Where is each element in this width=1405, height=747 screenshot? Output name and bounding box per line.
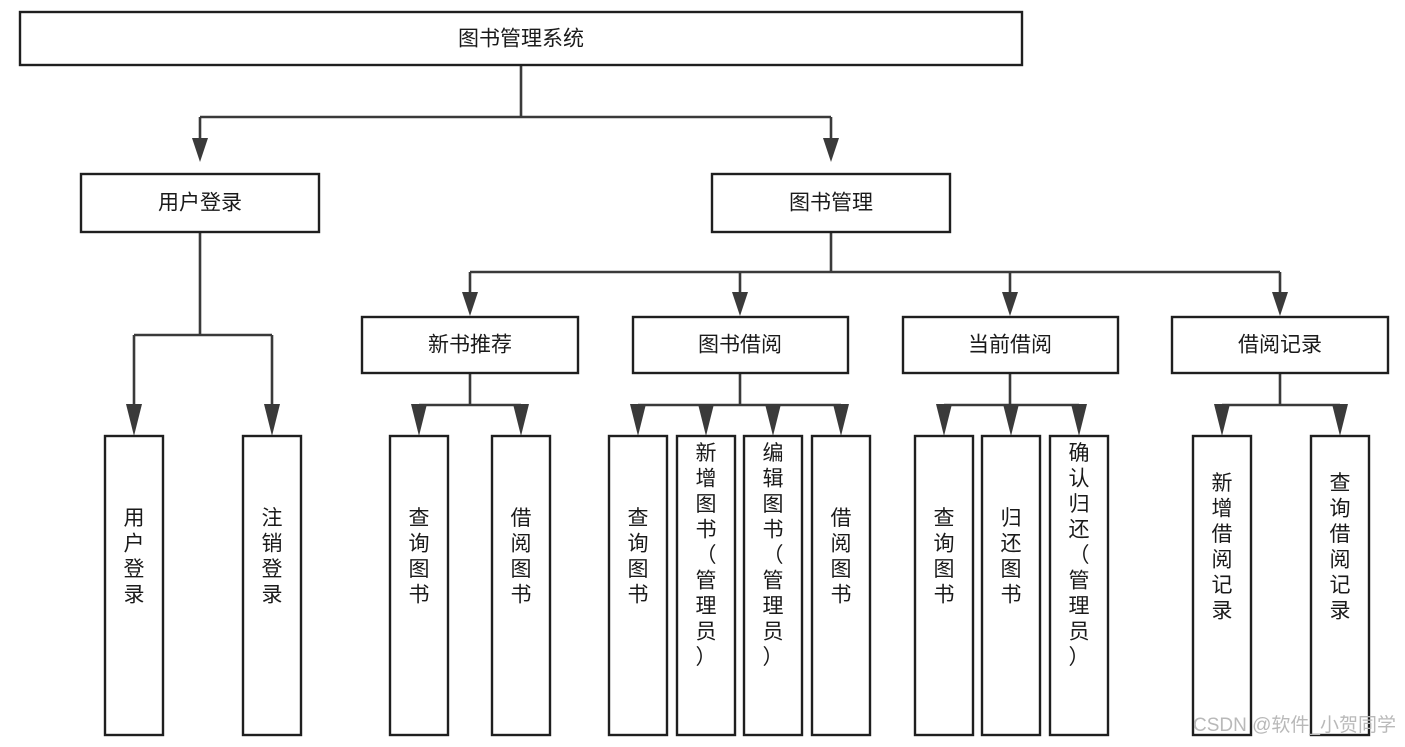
node-book-management-box[interactable]	[710, 172, 952, 234]
leaf-logout-login-label: 注销登录	[262, 507, 283, 607]
leaf-user-login-box[interactable]	[103, 434, 165, 737]
arrow-to-borrow-record	[1272, 292, 1288, 316]
arrow-leaf-add-book	[698, 404, 714, 436]
arrow-leaf-user-login	[126, 404, 142, 436]
arrow-leaf-confirm-return	[1071, 404, 1087, 436]
leaf-confirm-return-label: 确认归还（管理员）	[1069, 442, 1090, 669]
arrow-leaf-query-book-1	[411, 404, 427, 436]
arrow-to-book-management	[823, 138, 839, 162]
arrow-to-new-book-recommend	[462, 292, 478, 316]
arrow-leaf-query-book-3	[936, 404, 952, 436]
arrow-leaf-return-book	[1003, 404, 1019, 436]
node-book-borrow-box[interactable]	[631, 315, 850, 375]
leaf-edit-book-box[interactable]	[742, 434, 804, 737]
leaf-add-book-label: 新增图书（管理员）	[696, 442, 717, 669]
arrow-leaf-borrow-book-1	[513, 404, 529, 436]
leaf-query-record[interactable]: 查询借阅记录	[1309, 434, 1371, 737]
leaf-query-book-3-box[interactable]	[913, 434, 975, 737]
node-root[interactable]: 图书管理系统	[18, 10, 1024, 67]
leaf-borrow-book-2[interactable]: 借阅图书	[810, 434, 872, 737]
leaf-query-book-1-box[interactable]	[388, 434, 450, 737]
leaf-edit-book[interactable]: 编辑图书（管理员）	[742, 434, 804, 737]
arrow-leaf-add-record	[1214, 404, 1230, 436]
leaf-add-book-box[interactable]	[675, 434, 737, 737]
node-root-box[interactable]	[18, 10, 1024, 67]
arrow-leaf-query-book-2	[630, 404, 646, 436]
arrow-to-book-borrow	[732, 292, 748, 316]
node-current-borrow[interactable]: 当前借阅	[901, 315, 1120, 375]
leaf-query-record-label: 查询借阅记录	[1330, 472, 1351, 623]
leaf-borrow-book-2-box[interactable]	[810, 434, 872, 737]
leaf-confirm-return-box[interactable]	[1048, 434, 1110, 737]
node-user-login-box[interactable]	[79, 172, 321, 234]
arrow-to-user-login	[192, 138, 208, 162]
node-user-login-label: 用户登录	[158, 192, 242, 215]
leaf-return-book-box[interactable]	[980, 434, 1042, 737]
node-book-management-label: 图书管理	[789, 192, 873, 215]
leaf-borrow-book-2-label: 借阅图书	[831, 507, 852, 607]
leaf-add-record[interactable]: 新增借阅记录	[1191, 434, 1253, 737]
csdn-watermark: CSDN @软件_小贺同学	[1193, 714, 1396, 736]
node-current-borrow-box[interactable]	[901, 315, 1120, 375]
arrow-leaf-query-record	[1332, 404, 1348, 436]
leaf-add-book[interactable]: 新增图书（管理员）	[675, 434, 737, 737]
leaf-query-book-1[interactable]: 查询图书	[388, 434, 450, 737]
node-new-book-recommend-box[interactable]	[360, 315, 580, 375]
leaf-logout-login-box[interactable]	[241, 434, 303, 737]
connector-layer	[126, 65, 1348, 436]
arrow-leaf-edit-book	[765, 404, 781, 436]
leaf-add-record-box[interactable]	[1191, 434, 1253, 737]
leaf-borrow-book-1-box[interactable]	[490, 434, 552, 737]
leaf-confirm-return[interactable]: 确认归还（管理员）	[1048, 434, 1110, 737]
leaf-borrow-book-1[interactable]: 借阅图书	[490, 434, 552, 737]
leaf-borrow-book-1-label: 借阅图书	[511, 507, 532, 607]
node-book-management[interactable]: 图书管理	[710, 172, 952, 234]
arrow-leaf-logout-login	[264, 404, 280, 436]
node-book-borrow-label: 图书借阅	[698, 334, 782, 357]
node-user-login[interactable]: 用户登录	[79, 172, 321, 234]
arrow-to-current-borrow	[1002, 292, 1018, 316]
node-new-book-recommend[interactable]: 新书推荐	[360, 315, 580, 375]
leaf-add-record-label: 新增借阅记录	[1212, 472, 1233, 623]
node-borrow-record-label: 借阅记录	[1238, 334, 1322, 357]
node-current-borrow-label: 当前借阅	[968, 334, 1052, 357]
leaf-query-book-1-label: 查询图书	[409, 507, 430, 607]
leaf-return-book-label: 归还图书	[1001, 507, 1022, 607]
node-new-book-recommend-label: 新书推荐	[428, 334, 512, 357]
node-root-label: 图书管理系统	[458, 28, 584, 51]
node-borrow-record[interactable]: 借阅记录	[1170, 315, 1390, 375]
leaf-query-book-3-label: 查询图书	[934, 507, 955, 607]
leaf-query-book-3[interactable]: 查询图书	[913, 434, 975, 737]
node-borrow-record-box[interactable]	[1170, 315, 1390, 375]
leaf-edit-book-label: 编辑图书（管理员）	[763, 442, 784, 669]
node-book-borrow[interactable]: 图书借阅	[631, 315, 850, 375]
leaf-query-record-box[interactable]	[1309, 434, 1371, 737]
leaf-query-book-2-box[interactable]	[607, 434, 669, 737]
leaf-query-book-2-label: 查询图书	[628, 507, 649, 607]
leaf-user-login[interactable]: 用户登录	[103, 434, 165, 737]
leaf-user-login-label: 用户登录	[124, 507, 145, 607]
leaf-query-book-2[interactable]: 查询图书	[607, 434, 669, 737]
leaf-logout-login[interactable]: 注销登录	[241, 434, 303, 737]
arrow-leaf-borrow-book-2	[833, 404, 849, 436]
leaf-return-book[interactable]: 归还图书	[980, 434, 1042, 737]
